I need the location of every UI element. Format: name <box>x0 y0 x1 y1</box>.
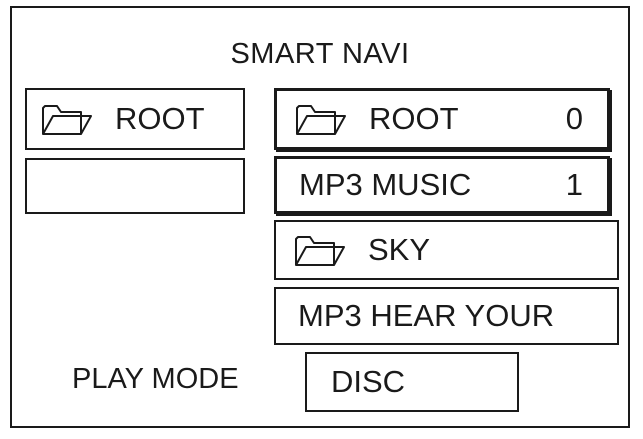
list-item-label: ROOT <box>369 101 459 136</box>
list-item-count: 0 <box>565 101 583 136</box>
list-item-label: SKY <box>368 232 431 267</box>
list-item-root[interactable]: ROOT 0 <box>274 88 610 150</box>
list-item-mp3-music[interactable]: MP3 MUSIC 1 <box>274 156 610 214</box>
list-item-label: MP3 HEAR YOUR <box>298 298 555 333</box>
play-mode-selector[interactable]: DISC <box>305 352 519 412</box>
smart-navi-panel: SMART NAVI ROOT ROOT 0 MP3 MUSIC 1 <box>10 6 630 428</box>
left-empty-slot[interactable] <box>25 158 245 214</box>
folder-icon <box>294 233 346 267</box>
play-mode-label: PLAY MODE <box>72 363 239 395</box>
left-folder-label: ROOT <box>115 101 205 136</box>
folder-icon <box>295 102 347 136</box>
list-item-mp3-hear-your[interactable]: MP3 HEAR YOUR <box>274 287 619 345</box>
left-folder-root[interactable]: ROOT <box>25 88 245 150</box>
folder-icon <box>41 102 93 136</box>
list-item-count: 1 <box>565 167 583 202</box>
list-item-label: MP3 MUSIC <box>299 167 472 202</box>
page-title: SMART NAVI <box>230 38 410 70</box>
play-mode-value: DISC <box>331 364 406 399</box>
list-item-sky[interactable]: SKY <box>274 220 619 280</box>
